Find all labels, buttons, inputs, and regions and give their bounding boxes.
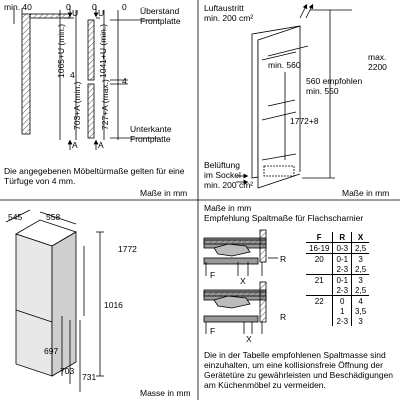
table-cell: 22 (306, 295, 333, 306)
x-label: X (240, 276, 246, 286)
table-cell: 0-3 (332, 242, 352, 254)
height-697-label: 697 (44, 346, 59, 356)
r-label: R (280, 312, 287, 322)
zero-label: 0 (122, 2, 127, 12)
hinge-gap-title: Empfehlung Spaltmaße für Flachscharnier (204, 213, 364, 223)
unit-title: Maße in mm (204, 203, 252, 213)
height-1016-label: 1016 (104, 300, 123, 310)
base-label: im Sockel (204, 170, 241, 180)
table-cell: 20 (306, 253, 333, 264)
min-550-label: min. 550 (306, 86, 339, 96)
gap-4-label: 4 (122, 76, 127, 86)
max-label: max. (368, 52, 387, 62)
max-2200-label: 2200 (368, 62, 387, 72)
height-731-label: 731 (82, 372, 97, 382)
depth-545-label: 545 (8, 212, 23, 222)
table-cell: 3 (351, 274, 370, 285)
table-row: 2-3 2,5 (306, 285, 370, 296)
table-header-r: R (332, 232, 352, 243)
table-row: 2-3 2,5 (306, 264, 370, 275)
min-40-label: min. 40 (4, 2, 32, 12)
table-cell: 4 (351, 295, 370, 306)
unit-label: Masse in mm (140, 388, 191, 398)
height-1772-label: 1772 (118, 244, 137, 254)
table-header-x: X (351, 232, 370, 243)
table-cell: 2,5 (351, 264, 370, 275)
a-label: A (72, 140, 78, 150)
table-cell: 2-3 (332, 285, 352, 296)
table-cell (306, 316, 333, 326)
hinge-detail-2 (203, 281, 267, 334)
table-cell: 2-3 (332, 316, 352, 326)
table-row: 21 0-1 3 (306, 274, 370, 285)
ueberstand-label: Überstand (140, 6, 180, 16)
r-label: R (280, 254, 287, 264)
dim-703-label: 703+A (min.) (72, 81, 82, 130)
table-cell: 0 (332, 295, 352, 306)
u-label: U (98, 8, 105, 18)
table-cell: 0-1 (332, 253, 352, 264)
table-row: 20 0-1 3 (306, 253, 370, 264)
base-min-label: min. 200 cm² (204, 180, 254, 190)
appliance-drawing (5, 209, 104, 392)
table-cell: 2,5 (351, 285, 370, 296)
table-cell: 1 (332, 306, 352, 316)
height-1772-label: 1772+8 (290, 116, 319, 126)
height-703-label: 703 (60, 366, 75, 376)
hinge-detail-1 (203, 229, 278, 276)
table-cell: 16-19 (309, 243, 330, 253)
table-cell: 3 (351, 316, 370, 326)
table-row: 16-19 0-3 2,5 (306, 242, 370, 254)
zero-label: 0 (66, 2, 71, 12)
table-cell: 0-1 (332, 274, 352, 285)
air-outlet-min-label: min. 200 cm² (204, 13, 254, 23)
unit-label: Maße in mm (342, 188, 390, 198)
table-row: 22 0 4 (306, 295, 370, 306)
table-cell (306, 285, 333, 296)
u-label: U (72, 8, 79, 18)
table-cell: 3,5 (351, 306, 370, 316)
door-gap-note: Die angegebenen Möbeltürmaße gelten für … (4, 166, 185, 186)
cabinet-section-drawing (13, 5, 160, 150)
air-outlet-label: Luftaustritt (204, 3, 244, 13)
table-row: 2-3 3 (306, 316, 370, 326)
frontplatte-bottom-label: Frontplatte (130, 134, 171, 144)
a-label: A (98, 140, 104, 150)
recommended-560-label: 560 empfohlen (306, 76, 363, 86)
hinge-gap-note: Die in der Tabelle empfohlenen Spaltmass… (204, 350, 394, 390)
ventilation-label: Belüftung (204, 160, 240, 170)
dim-727-label: 727+A (max.) (100, 79, 110, 130)
niche-drawing (236, 3, 352, 189)
dim-1041-label: 1041+U (min.) (98, 23, 108, 78)
f-label: F (210, 270, 216, 280)
gap-4-label: 4 (70, 70, 75, 80)
unterkante-label: Unterkante (130, 124, 172, 134)
table-cell: 2-3 (332, 264, 352, 275)
frontplatte-top-label: Frontplatte (140, 16, 181, 26)
min-560-label: min. 560 (268, 60, 301, 70)
table-row: 1 3,5 (306, 306, 370, 316)
table-cell (306, 264, 333, 275)
table-header-f: F (306, 232, 333, 243)
x-label: X (246, 334, 252, 344)
gap-table: F R X 16-19 0-3 2,5 20 0-1 3 2-3 2,5 21 … (306, 232, 370, 326)
table-cell: 21 (306, 274, 333, 285)
width-558-label: 558 (46, 212, 61, 222)
table-cell (306, 306, 333, 316)
dim-1065-label: 1065+U (min.) (56, 23, 66, 78)
f-label: F (210, 326, 216, 336)
table-cell: 3 (351, 253, 370, 264)
zero-label: 0 (92, 2, 97, 12)
unit-label: Maße in mm (140, 188, 188, 198)
table-cell: 2,5 (351, 242, 370, 254)
